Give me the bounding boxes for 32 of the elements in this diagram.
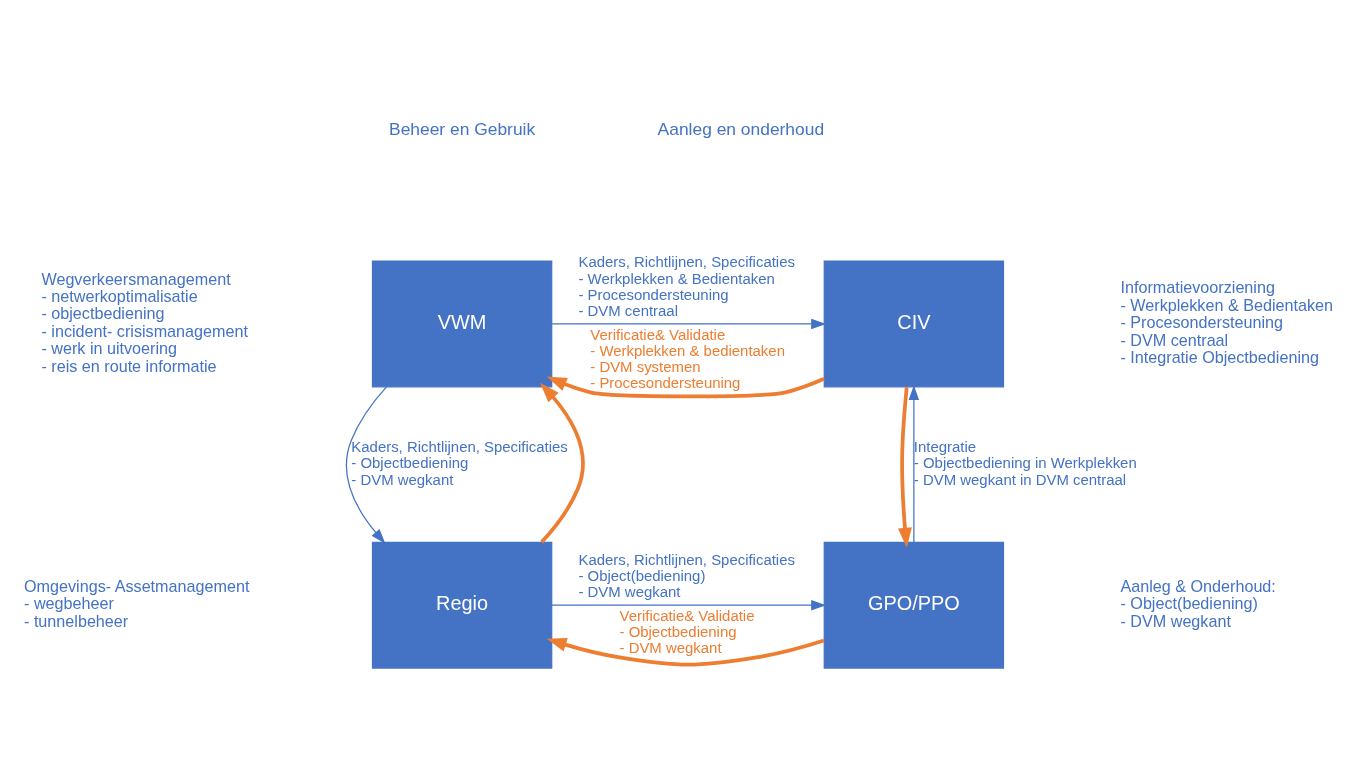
node-box: Regio [371,541,553,669]
node-label: Aanleg & Onderhoud: [1120,576,1276,595]
node-label: - werk in uitvoering [41,338,178,357]
node-label: - tunnelbeheer [24,611,129,630]
arrow [546,376,825,398]
node-label: - Integratie Objectbediening [1120,347,1319,366]
node-label: - DVM centraal [1120,330,1229,349]
label: Beheer en Gebruik [389,118,536,139]
edge-label: Verificatie& Validatie - Objectbediening - DVM wegkant [619,606,755,656]
node-label: - reis en route informatie [41,356,217,375]
edge-label: Kaders, Richtlijnen, Specificaties - Werkplekken & Bedientaken - Procesondersteuning - DVM centraal [578,252,795,319]
node-label: - DVM wegkant [1120,611,1231,630]
arrow [898,386,912,548]
arrow [345,385,388,544]
edge-label: Kaders, Richtlijnen, Specificaties - Objectbediening - DVM wegkant [351,437,568,488]
node-label: - incident- crisismanagement [41,321,248,340]
node-label: Informatievoorziening [1120,277,1275,296]
arrow [546,637,825,667]
node-box: CIV [823,259,1005,387]
label: Aanleg en onderhoud [657,118,825,139]
arrow [540,382,585,543]
edge-label: Integratie - Objectbediening in Werkplekken - DVM wegkant in DVM centraal [913,437,1137,488]
edge-label: Kaders, Richtlijnen, Specificaties - Object(bediening) - DVM wegkant [578,550,795,600]
edge-label: Verificatie& Validatie - Werkplekken & bedientaken - DVM systemen - Procesondersteuning [590,325,785,391]
node-label: - Werkplekken & Bedientaken [1120,295,1333,314]
node-label: Omgevings- Assetmanagement [24,576,250,595]
node-box: GPO/PPO [823,541,1005,669]
node-label: Wegverkeersmanagement [41,269,231,288]
arrow [551,599,827,610]
arrow [908,384,920,543]
node-box: VWM [371,259,553,387]
arrow [551,318,827,329]
